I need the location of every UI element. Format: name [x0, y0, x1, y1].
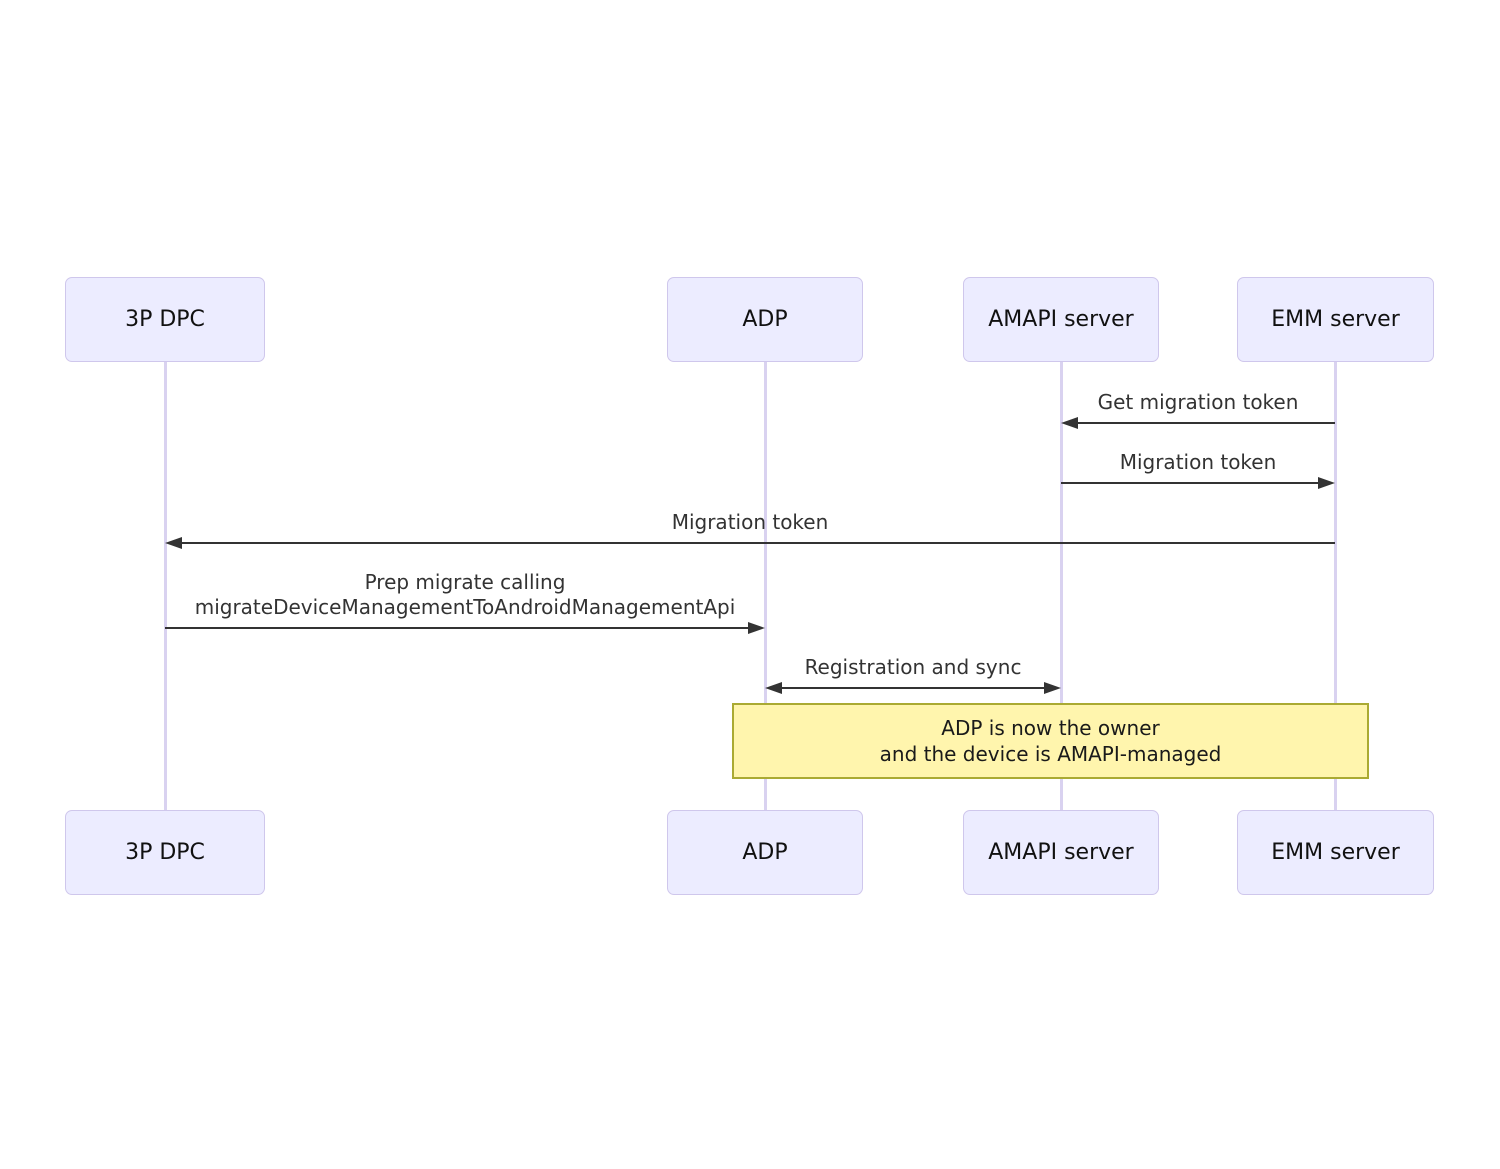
actor-label: ADP — [742, 307, 788, 332]
actor-top-amapi-server: AMAPI server — [963, 277, 1159, 362]
message-5-arrowhead-right — [1044, 682, 1061, 694]
message-4-arrowhead-right — [748, 622, 765, 634]
message-2-label: Migration token — [1119, 450, 1277, 474]
note-line2: and the device is AMAPI-managed — [879, 742, 1222, 766]
actor-label: AMAPI server — [988, 840, 1134, 865]
actor-label: AMAPI server — [988, 307, 1134, 332]
actor-label: 3P DPC — [125, 307, 205, 332]
message-5-line — [768, 687, 1058, 689]
message-5-label: Registration and sync — [804, 655, 1022, 679]
message-2-arrowhead-right — [1318, 477, 1335, 489]
actor-top-3p-dpc: 3P DPC — [65, 277, 265, 362]
message-5-arrowhead-left — [765, 682, 782, 694]
message-1-label: Get migration token — [1097, 390, 1299, 414]
actor-bottom-3p-dpc: 3P DPC — [65, 810, 265, 895]
message-3-label: Migration token — [671, 510, 829, 534]
lifeline-amapi-server — [1059, 362, 1063, 810]
actor-bottom-emm-server: EMM server — [1237, 810, 1434, 895]
message-3-arrowhead-left — [165, 537, 182, 549]
message-1-arrowhead-left — [1061, 417, 1078, 429]
message-4-label-line1: Prep migrate calling — [364, 570, 566, 594]
message-2-line — [1061, 482, 1332, 484]
actor-bottom-amapi-server: AMAPI server — [963, 810, 1159, 895]
message-4-line — [165, 627, 762, 629]
lifeline-emm-server — [1333, 362, 1337, 810]
message-1-line — [1064, 422, 1335, 424]
note-line1: ADP is now the owner — [941, 716, 1160, 740]
actor-top-emm-server: EMM server — [1237, 277, 1434, 362]
actor-label: EMM server — [1271, 307, 1400, 332]
actor-label: 3P DPC — [125, 840, 205, 865]
lifeline-3p-dpc — [163, 362, 167, 810]
lifeline-adp — [763, 362, 767, 810]
message-4-label: Prep migrate calling migrateDeviceManage… — [195, 570, 736, 620]
message-4-label-line2: migrateDeviceManagementToAndroidManageme… — [194, 595, 736, 619]
actor-label: EMM server — [1271, 840, 1400, 865]
actor-label: ADP — [742, 840, 788, 865]
note-adp-owner: ADP is now the owner and the device is A… — [732, 703, 1369, 779]
actor-bottom-adp: ADP — [667, 810, 863, 895]
message-3-line — [168, 542, 1335, 544]
actor-top-adp: ADP — [667, 277, 863, 362]
